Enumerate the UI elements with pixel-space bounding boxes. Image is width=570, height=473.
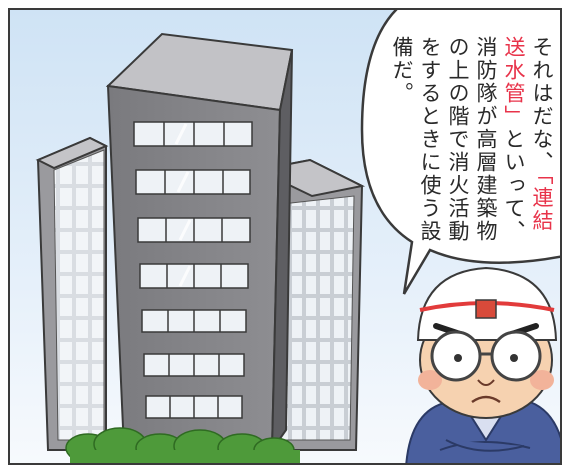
speech-part-1: それはだな、 bbox=[530, 36, 554, 174]
speech-part-2: といって、消防隊が高層建築物の上の階で消火活動をするときに使う設備だ。 bbox=[390, 36, 526, 243]
speech-bubble bbox=[360, 10, 560, 295]
speech-text: それはだな、「連結送水管」といって、消防隊が高層建築物の上の階で消火活動をすると… bbox=[380, 36, 556, 250]
speech-highlight: 「連結送水管」 bbox=[502, 36, 554, 233]
comic-panel: それはだな、「連結送水管」といって、消防隊が高層建築物の上の階で消火活動をすると… bbox=[8, 8, 562, 465]
firefighter-character-icon bbox=[405, 266, 560, 463]
building-left bbox=[35, 136, 109, 451]
bushes bbox=[65, 427, 300, 463]
building-main bbox=[105, 32, 294, 454]
scene-illustration bbox=[10, 10, 560, 463]
